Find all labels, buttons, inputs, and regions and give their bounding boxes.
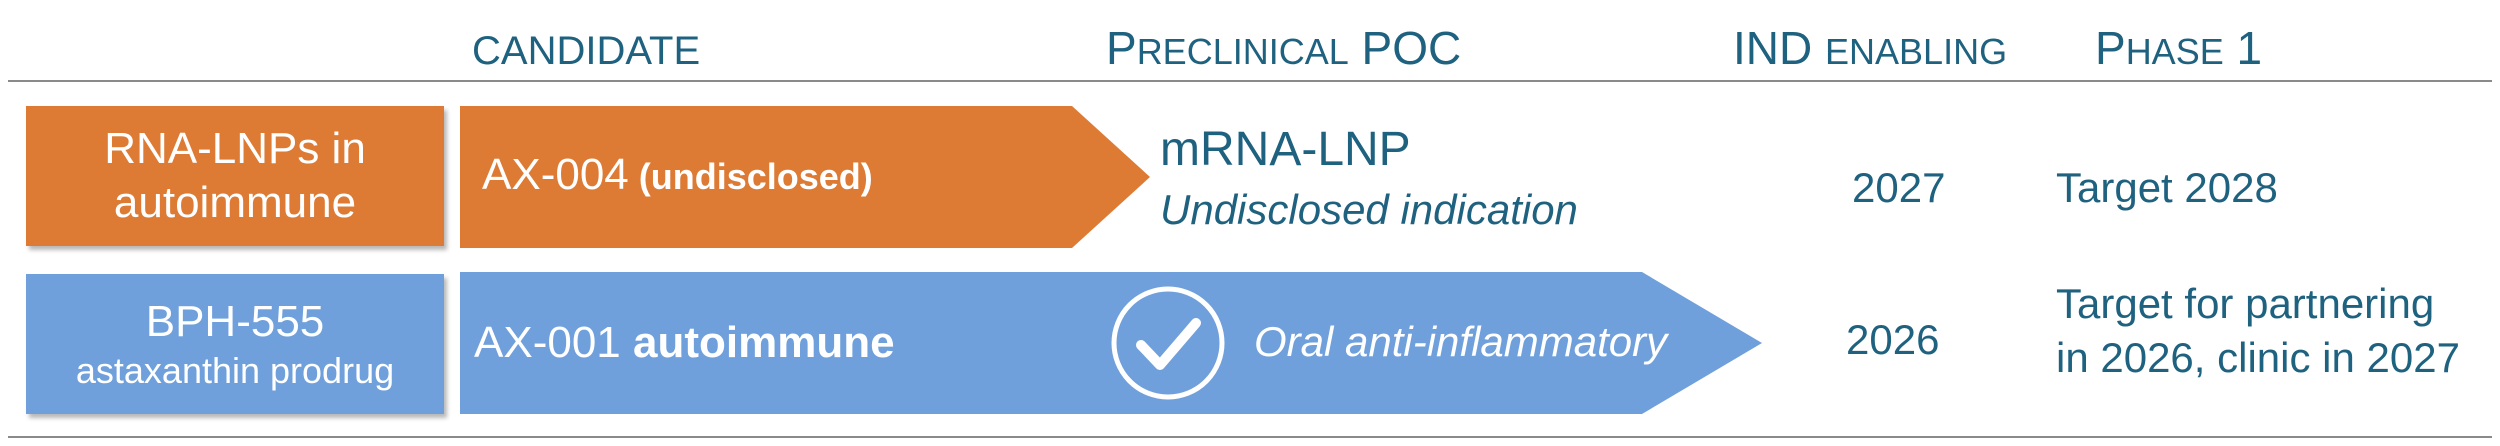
poc-subtitle: Undisclosed indication <box>1160 186 1578 233</box>
header-ind-enabling: IND enabling <box>1733 22 2008 74</box>
header-candidate-label: Candidate <box>472 29 701 73</box>
arrow-shape <box>460 272 1762 414</box>
ind-year-2026: 2026 <box>1846 316 1940 363</box>
poc-oral-anti-inflammatory: Oral anti-inflammatory <box>1254 318 1668 365</box>
candidate-note: (undisclosed) <box>638 156 873 197</box>
candidate-name: AX-001 <box>474 318 621 367</box>
header-candidate: Candidate <box>472 18 700 78</box>
phase1-partnering-line2: in 2026, clinic in 2027 <box>2056 334 2460 381</box>
bottom-divider <box>8 436 2492 438</box>
candidate-arrow-ax001 <box>460 272 1762 414</box>
candidate-ax004-text: AX-004(undisclosed) <box>482 150 873 200</box>
candidate-arrow-ax004 <box>460 106 1150 248</box>
checkmark-circle-icon <box>1111 286 1225 400</box>
row-label-line2: astaxanthin prodrug <box>75 350 395 391</box>
phase1-target-2028: Target 2028 <box>2056 164 2278 211</box>
row-label-line2: autoimmune <box>113 178 357 227</box>
candidate-name: AX-004 <box>482 150 629 199</box>
candidate-note: autoimmune <box>633 318 895 367</box>
candidate-ax001-text: AX-001 autoimmune <box>474 318 895 368</box>
phase1-partnering-line1: Target for partnering <box>2056 280 2435 327</box>
arrow-shape <box>460 106 1150 248</box>
row-label-line1: BPH-555 <box>145 297 325 346</box>
row-label-bph-555: BPH-555 astaxanthin prodrug <box>26 274 444 414</box>
header-divider <box>8 80 2492 82</box>
ind-year-2027: 2027 <box>1852 164 1946 211</box>
header-preclinical-poc: Preclinical POC <box>1106 22 1462 74</box>
row-label-line1: RNA-LNPs in <box>104 124 366 173</box>
header-phase1: Phase 1 <box>2095 22 2263 74</box>
row-label-rna-lnps: RNA-LNPs in autoimmune <box>26 106 444 246</box>
poc-title-mrna-lnp: mRNA-LNP <box>1160 123 1411 176</box>
